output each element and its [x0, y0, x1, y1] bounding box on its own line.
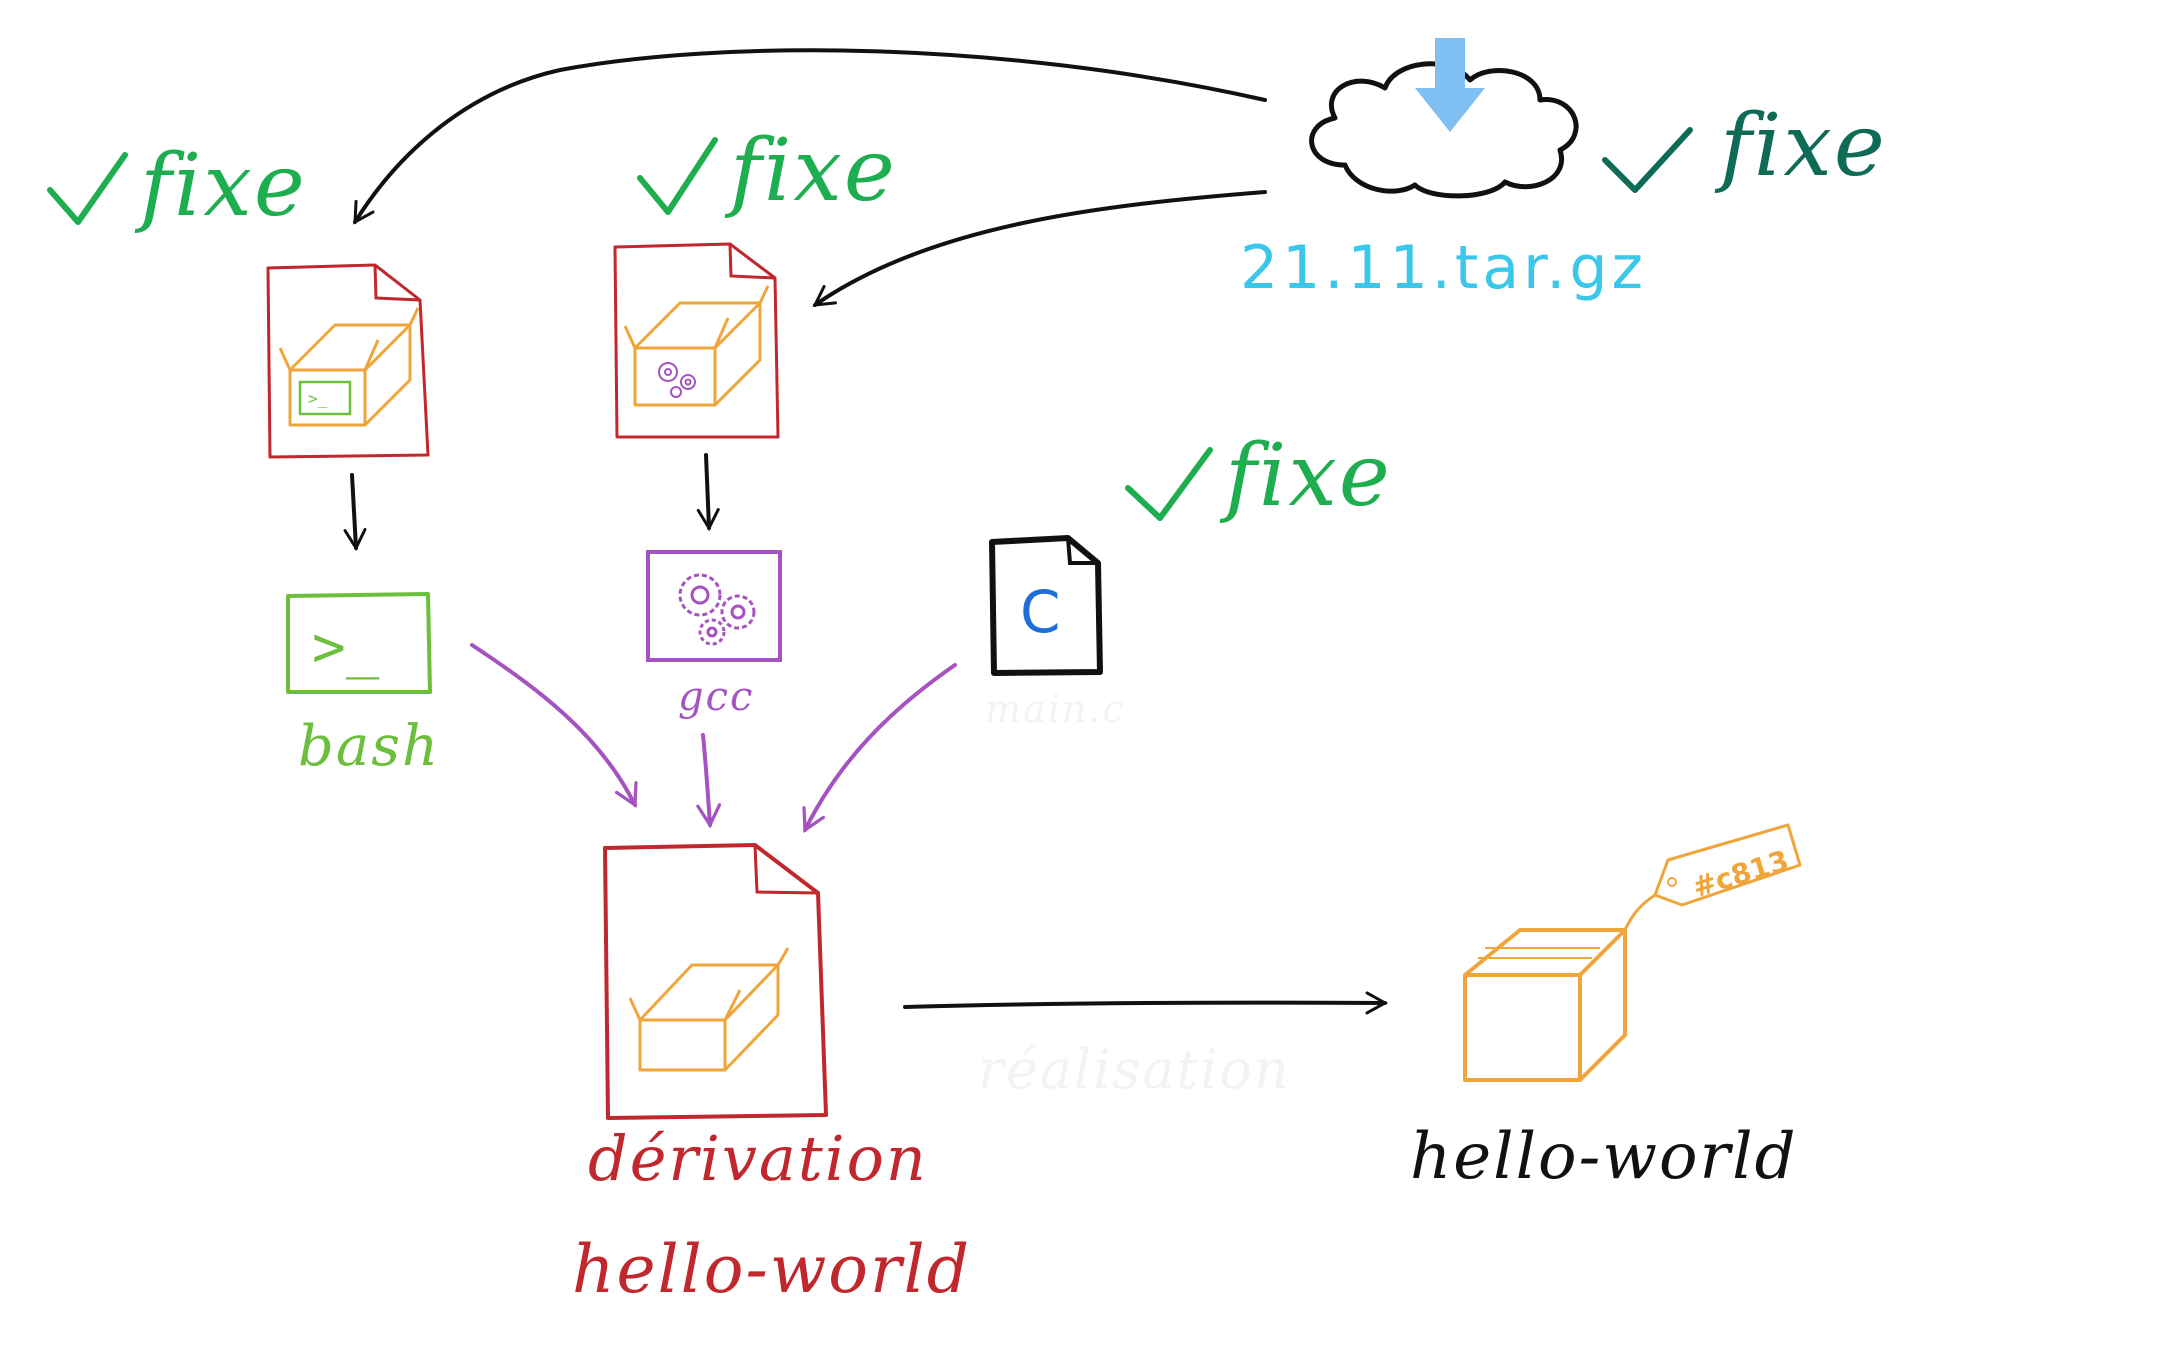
- bash-node: >_ bash: [286, 592, 440, 779]
- arrow-realisation: [903, 991, 1389, 1015]
- main-c-label: main.c: [985, 687, 1126, 731]
- hash-tag-icon: #c813: [1653, 823, 1802, 907]
- check-icon: [1125, 447, 1213, 521]
- fixe-check-2: fixe: [637, 121, 897, 221]
- terminal-prompt: >_: [312, 615, 380, 680]
- derivation-label: dérivation: [588, 1122, 928, 1195]
- arrow-gcc-to-derivation: [696, 733, 722, 829]
- hello-world-output: #c813 hello-world: [1410, 823, 1802, 1194]
- check-icon: [1602, 127, 1693, 193]
- file-icon: [266, 263, 430, 459]
- svg-text:>_: >_: [308, 389, 328, 408]
- source-node: C main.c: [985, 535, 1126, 731]
- cloud-icon: [1309, 61, 1579, 199]
- gears-mini-icon: [658, 362, 696, 398]
- terminal-mini-icon: >_: [298, 380, 352, 416]
- arrow-bash-to-derivation: [470, 643, 638, 808]
- arrow-main-c-to-derivation: [802, 663, 957, 833]
- bash-label: bash: [298, 714, 440, 779]
- box-icon: [623, 285, 770, 407]
- fixe-label: fixe: [1714, 96, 1887, 196]
- gcc-label: gcc: [678, 674, 754, 720]
- file-icon: [603, 843, 828, 1120]
- file-icon: [613, 242, 780, 439]
- arrow-gcc-derivation-to-gcc: [696, 453, 720, 532]
- fixe-label: fixe: [1219, 426, 1392, 526]
- output-label: hello-world: [1410, 1120, 1798, 1194]
- download-arrow-icon: [1415, 38, 1485, 132]
- tag-string: [1623, 893, 1656, 931]
- tarball-cloud: 21.11.tar.gz: [1240, 38, 1647, 303]
- bash-derivation-file: >_: [266, 263, 430, 459]
- fixe-check-3: fixe: [1602, 96, 1887, 196]
- box-icon: [628, 947, 790, 1072]
- terminal-icon: [286, 592, 432, 694]
- arrow-cloud-to-bash-derivation: [353, 48, 1267, 225]
- gcc-node: gcc: [646, 550, 782, 720]
- c-file-icon: [989, 535, 1103, 676]
- hello-world-derivation: dérivation hello-world: [572, 843, 971, 1308]
- gcc-frame: [646, 550, 782, 662]
- fixe-check-1: fixe: [47, 136, 307, 236]
- package-box-icon: [1463, 928, 1627, 1082]
- derivation-name: hello-world: [572, 1231, 971, 1308]
- gears-icon: [678, 573, 756, 646]
- fixe-label: fixe: [134, 136, 307, 236]
- fixe-label: fixe: [724, 121, 897, 221]
- arrow-bash-derivation-to-bash: [343, 473, 367, 552]
- check-icon: [637, 137, 718, 215]
- box-icon: [278, 307, 420, 427]
- fixe-check-4: fixe: [1125, 426, 1392, 526]
- c-letter: C: [1020, 578, 1061, 646]
- tarball-label: 21.11.tar.gz: [1240, 233, 1647, 303]
- gcc-derivation-file: [613, 242, 780, 439]
- realisation-label: réalisation: [978, 1038, 1291, 1101]
- check-icon: [47, 152, 128, 225]
- arrow-cloud-to-gcc-derivation: [812, 190, 1267, 307]
